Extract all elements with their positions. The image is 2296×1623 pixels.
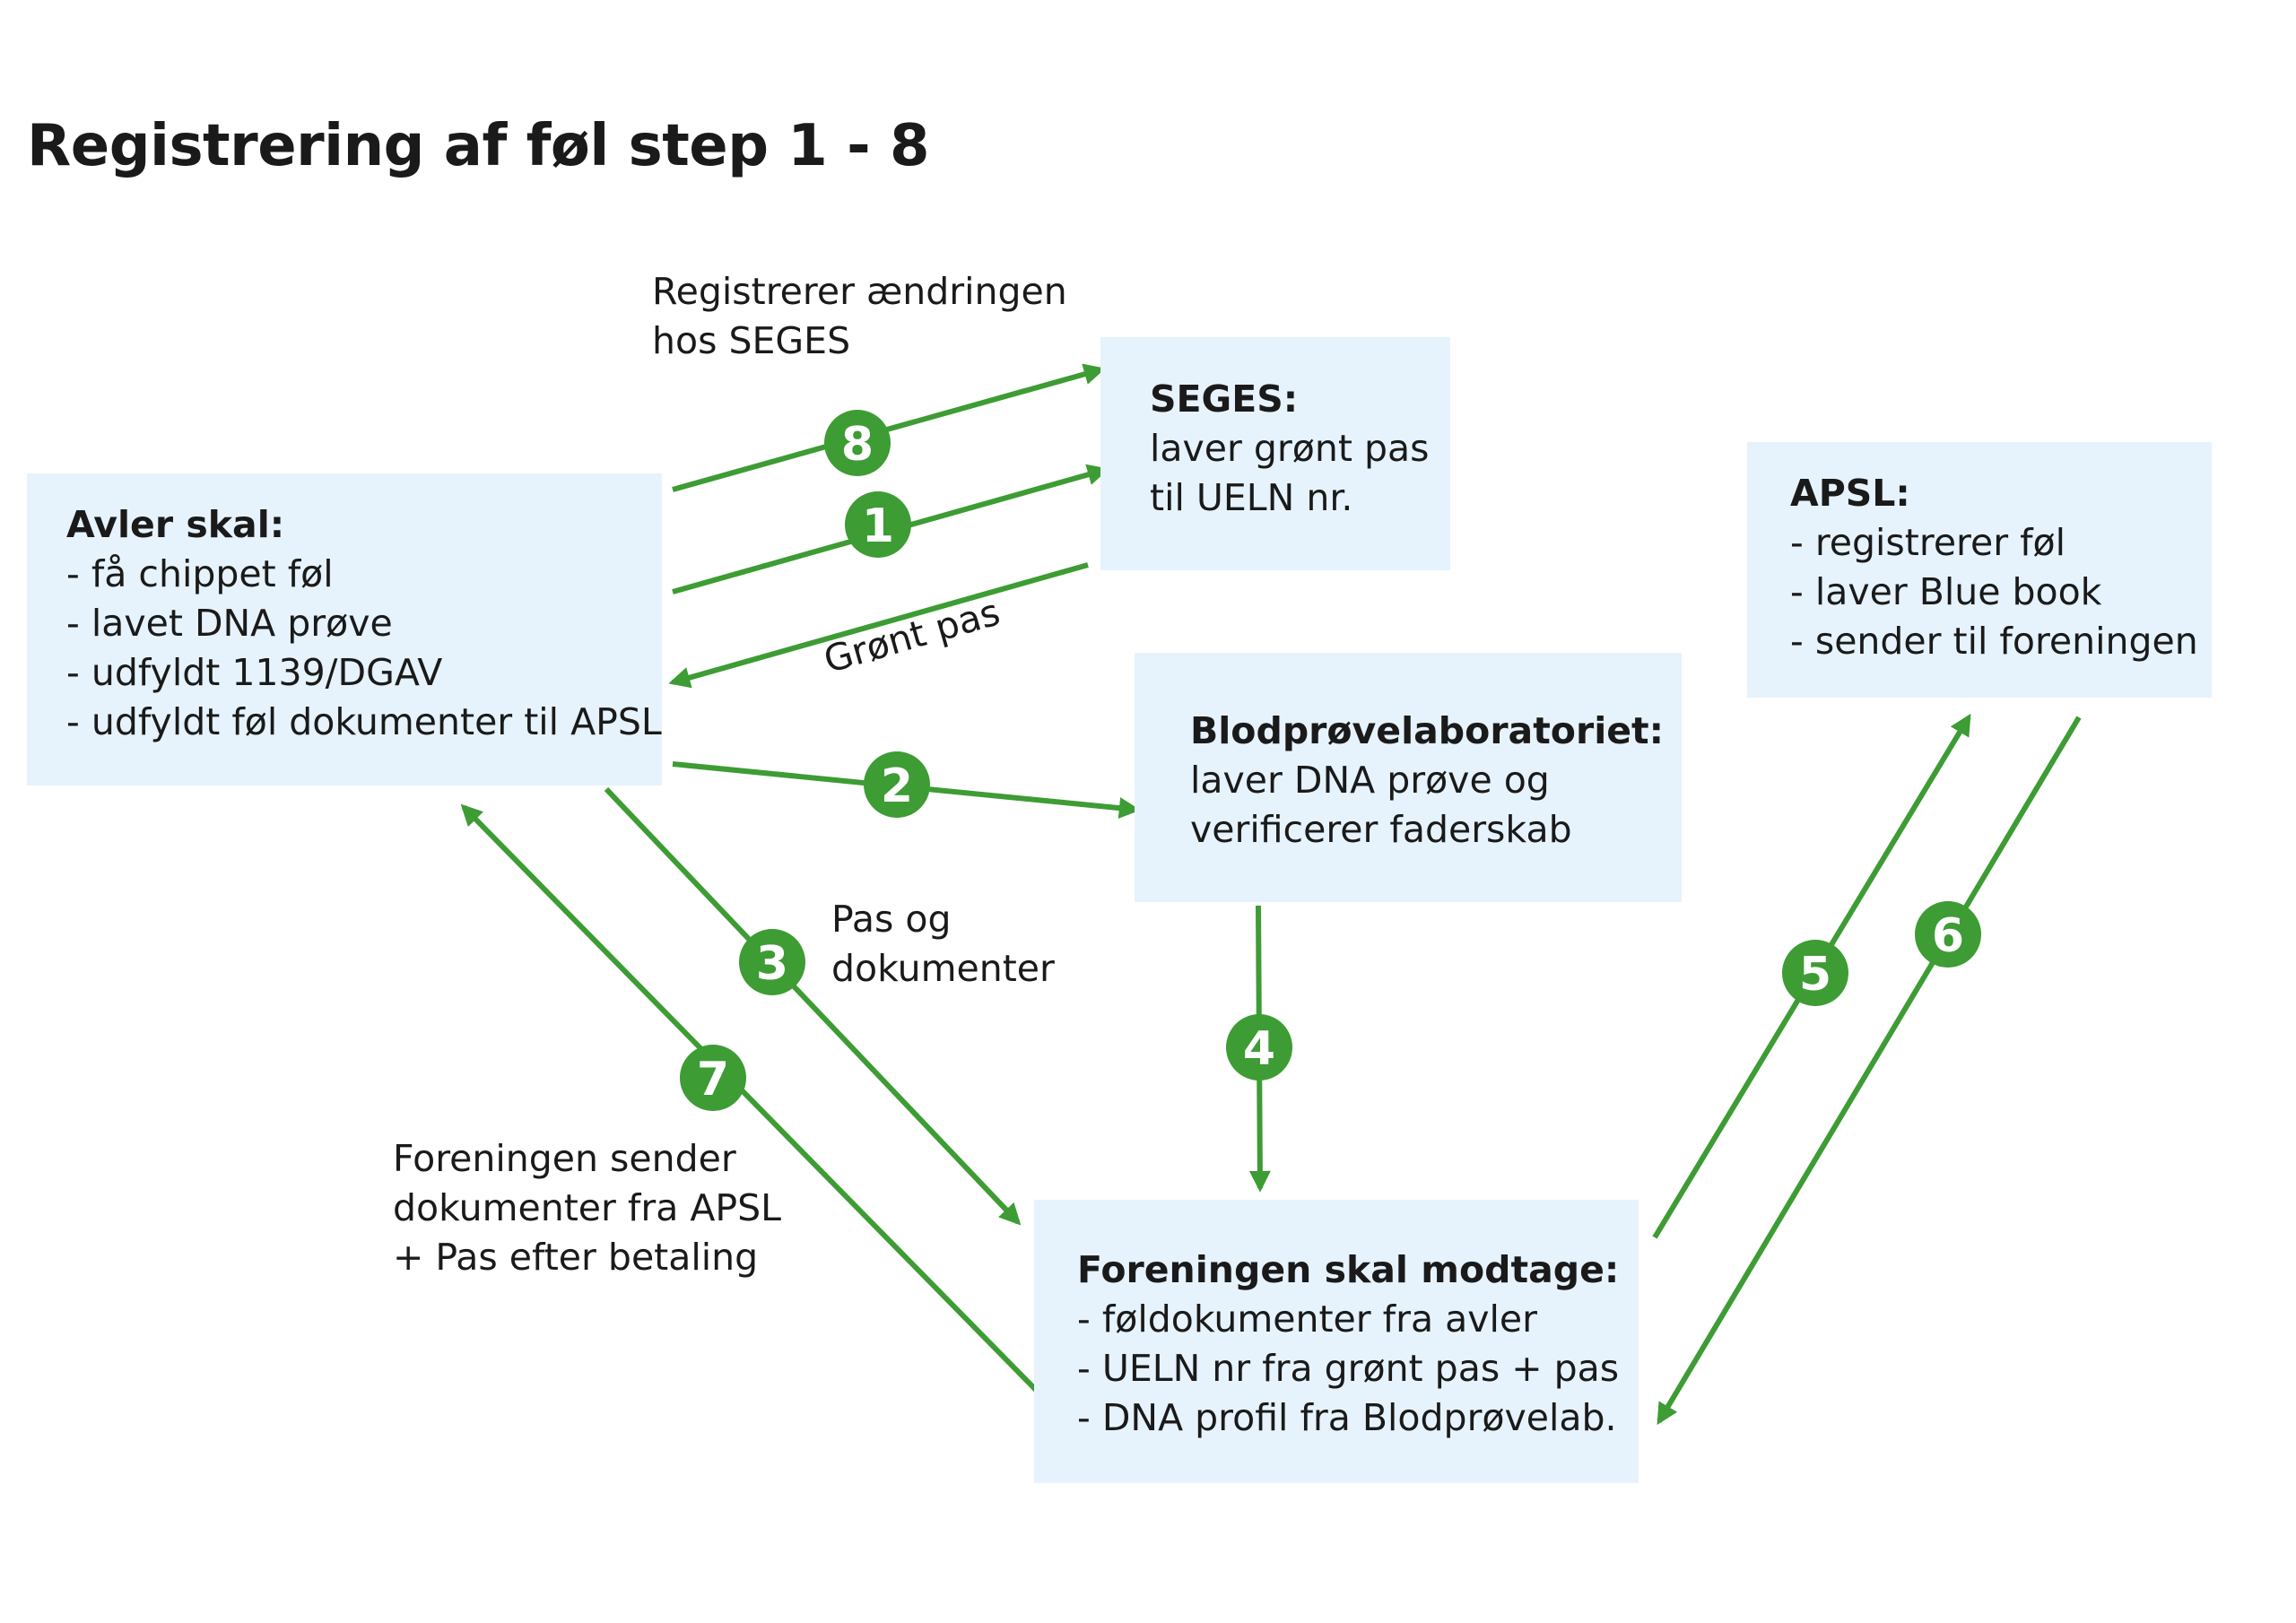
step-8-label: Registrerer ændringen hos SEGES bbox=[652, 270, 1067, 362]
apsl-line: - registrerer føl bbox=[1790, 521, 2066, 564]
avler-box: Avler skal: - få chippet føl - lavet DNA… bbox=[27, 473, 662, 785]
step-badge-8: 8 bbox=[824, 410, 891, 476]
forening-line: - føldokumenter fra avler bbox=[1077, 1298, 1537, 1341]
avler-title: Avler skal: bbox=[66, 503, 285, 546]
svg-text:2: 2 bbox=[881, 759, 913, 813]
svg-text:1: 1 bbox=[862, 499, 894, 553]
apsl-line: - laver Blue book bbox=[1790, 570, 2102, 613]
step-badge-5: 5 bbox=[1782, 940, 1848, 1006]
svg-text:8: 8 bbox=[841, 418, 874, 472]
svg-text:4: 4 bbox=[1243, 1022, 1275, 1076]
apsl-line: - sender til foreningen bbox=[1790, 620, 2198, 663]
step-badge-2: 2 bbox=[864, 751, 930, 818]
forening-line: - DNA profil fra Blodprøvelab. bbox=[1077, 1396, 1617, 1439]
step-badge-3: 3 bbox=[739, 929, 805, 995]
foreningen-box: Foreningen skal modtage: - føldokumenter… bbox=[1034, 1200, 1639, 1483]
seges-line: til UELN nr. bbox=[1150, 476, 1353, 519]
arrow-gront-pas bbox=[668, 562, 1089, 689]
blod-line: verificerer faderskab bbox=[1190, 808, 1572, 851]
page-title: Registrering af føl step 1 - 8 bbox=[27, 113, 929, 179]
svg-text:6: 6 bbox=[1932, 909, 1964, 963]
step-7-label: Foreningen sender dokumenter fra APSL + … bbox=[393, 1137, 782, 1279]
avler-line: - få chippet føl bbox=[66, 552, 334, 595]
seges-box: SEGES: laver grønt pas til UELN nr. bbox=[1100, 337, 1450, 570]
avler-line: - lavet DNA prøve bbox=[66, 602, 393, 645]
seges-title: SEGES: bbox=[1150, 378, 1299, 421]
seges-line: laver grønt pas bbox=[1150, 427, 1430, 470]
svg-text:7: 7 bbox=[697, 1053, 729, 1107]
blod-title: Blodprøvelaboratoriet: bbox=[1190, 709, 1665, 752]
arrow-step-3 bbox=[604, 786, 1022, 1226]
avler-line: - udfyldt 1139/DGAV bbox=[66, 651, 443, 694]
step-3-label: Pas og dokumenter bbox=[831, 898, 1055, 990]
arrow-step-6 bbox=[1657, 716, 2082, 1426]
blod-line: laver DNA prøve og bbox=[1190, 759, 1550, 802]
step-badge-4: 4 bbox=[1226, 1014, 1292, 1081]
arrow-step-7 bbox=[460, 803, 1039, 1393]
step-badge-6: 6 bbox=[1915, 901, 1981, 968]
svg-text:5: 5 bbox=[1799, 948, 1831, 1002]
blodprovelaboratoriet-box: Blodprøvelaboratoriet: laver DNA prøve o… bbox=[1135, 653, 1682, 902]
step-badge-7: 7 bbox=[680, 1045, 746, 1111]
forening-title: Foreningen skal modtage: bbox=[1077, 1248, 1620, 1291]
step-badge-1: 1 bbox=[845, 491, 911, 558]
svg-text:3: 3 bbox=[756, 937, 788, 991]
apsl-box: APSL: - registrerer føl - laver Blue boo… bbox=[1747, 442, 2212, 698]
apsl-title: APSL: bbox=[1790, 472, 1910, 515]
avler-line: - udfyldt føl dokumenter til APSL bbox=[66, 700, 662, 743]
forening-line: - UELN nr fra grønt pas + pas bbox=[1077, 1347, 1620, 1390]
